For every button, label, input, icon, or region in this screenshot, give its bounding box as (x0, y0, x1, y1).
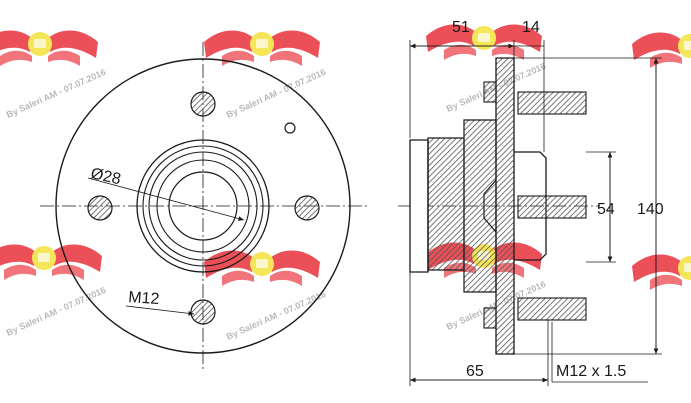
stud-hole-left (87, 195, 113, 221)
small-hole (284, 122, 296, 134)
dim-pcd: 54 (597, 201, 615, 218)
dim-top-right: 14 (522, 19, 540, 36)
dim-outer: 140 (637, 201, 664, 218)
wing-logo-icon (0, 30, 98, 66)
wheel-studs (517, 91, 587, 321)
flange-rib-bottom (483, 307, 497, 329)
watermark-text: By Saleri AM - 07.07.2016 (225, 67, 327, 120)
wheel-stud-top (517, 91, 587, 115)
watermark-logos (0, 24, 691, 290)
front-view: Ø28 M12 (40, 42, 368, 372)
flange-outer-circle (55, 58, 351, 354)
stud-hole-bottom (190, 299, 216, 325)
thread-spec: M12 x 1.5 (556, 363, 626, 380)
wing-logo-icon (204, 250, 320, 286)
hub-circle-4 (156, 159, 250, 253)
wing-logo-icon (632, 254, 691, 290)
diameter-label: Ø28 (89, 165, 122, 188)
wheel-stud-middle (517, 195, 587, 219)
bore-profile (483, 179, 497, 233)
watermark-text: By Saleri AM - 07.07.2016 (5, 67, 107, 120)
stud-hole-top (190, 91, 216, 117)
flange-rib-top (483, 81, 497, 103)
thread-label: M12 (128, 289, 160, 308)
wing-logo-icon (0, 244, 102, 280)
thread-leader-line (125, 305, 195, 316)
dim-top-left: 51 (452, 19, 470, 36)
watermark-text: By Saleri AM - 07.07.2016 (5, 285, 107, 338)
stud-hole-right (294, 195, 320, 221)
hub-circle-outer (136, 139, 270, 273)
diameter-leader-line (87, 177, 245, 221)
dimension-lines (409, 40, 662, 386)
stud-holes (87, 91, 320, 325)
wing-logo-icon (632, 32, 691, 68)
wheel-stud-bottom (517, 297, 587, 321)
hub-body (409, 119, 497, 293)
hub-circle-2 (142, 145, 264, 267)
flange-section (495, 57, 515, 355)
side-view: 51 14 54 140 65 M12 x 1.5 (398, 19, 664, 386)
hub-circle-3 (148, 151, 258, 261)
dim-bottom: 65 (466, 363, 484, 380)
bore-circle (168, 171, 238, 241)
